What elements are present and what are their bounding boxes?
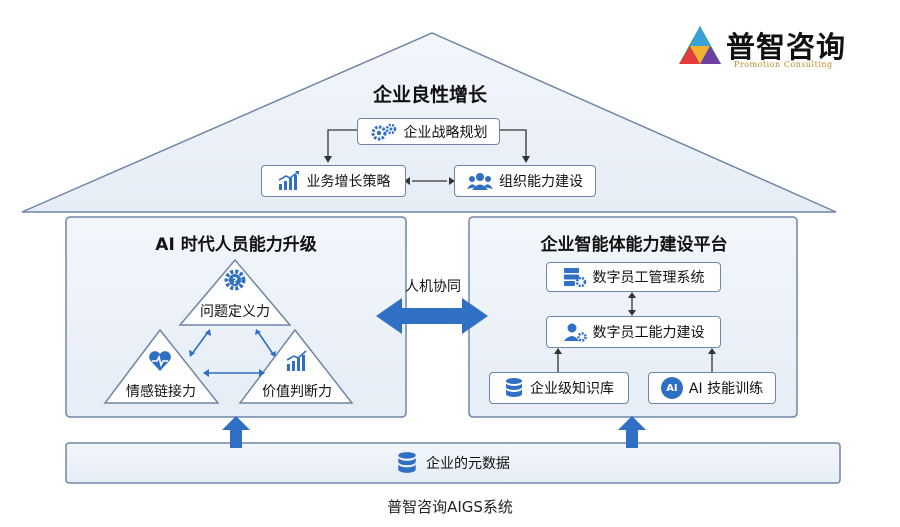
digital-capability-label: 数字员工能力建设	[592, 325, 705, 341]
value-chart-icon	[285, 349, 309, 377]
foundation-label: 企业的元数据	[426, 456, 510, 472]
logo-name: 普智咨询	[726, 30, 847, 64]
right-panel-title: 企业智能体能力建设平台	[540, 235, 728, 255]
growth-box: 业务增长策略	[261, 165, 406, 197]
gears-icon	[370, 122, 398, 142]
emotional-connection-label: 情感链接力	[126, 384, 196, 400]
ai-training-label: AI 技能训练	[688, 381, 764, 397]
collaboration-arrow	[376, 298, 488, 334]
knowledge-base-label: 企业级知识库	[530, 381, 614, 397]
triangle-top	[178, 258, 292, 326]
roof-title: 企业良性增长	[372, 84, 487, 106]
roof-connectors	[327, 129, 527, 182]
mgmt-system-box: 数字员工管理系统	[546, 262, 721, 292]
growth-label: 业务增长策略	[306, 174, 391, 190]
database-icon	[504, 377, 524, 399]
triangle-bottom-right	[238, 328, 354, 404]
ai-chip-icon: AI	[660, 377, 683, 399]
ai-training-box: AI AI 技能训练	[648, 372, 776, 404]
user-settings-icon	[563, 322, 587, 342]
heart-pulse-icon	[148, 350, 172, 376]
figure-caption: 普智咨询AIGS系统	[387, 498, 513, 516]
logo-mark	[679, 26, 721, 64]
strategy-box: 企业战略规划	[357, 118, 500, 145]
foundation-content: 企业的元数据	[66, 443, 840, 483]
org-box: 组织能力建设	[454, 165, 596, 197]
value-judgment-label: 价值判断力	[262, 384, 332, 400]
collaboration-label: 人机协同	[405, 279, 461, 295]
up-arrow-right	[618, 416, 646, 448]
knowledge-base-box: 企业级知识库	[489, 372, 629, 404]
problem-definition-label: 问题定义力	[200, 304, 270, 320]
digital-capability-box: 数字员工能力建设	[546, 316, 721, 348]
team-icon	[467, 171, 493, 191]
triangle-arrows	[191, 331, 274, 374]
strategy-label: 企业战略规划	[403, 124, 488, 141]
question-gear-icon: ?	[223, 268, 247, 296]
metadata-database-icon	[396, 451, 418, 475]
logo-tagline: Promotion Consulting	[734, 60, 833, 69]
left-panel-title: AI 时代人员能力升级	[155, 235, 317, 255]
foundation-bg	[65, 442, 841, 484]
growth-chart-icon	[277, 170, 301, 192]
up-arrow-left	[222, 416, 250, 448]
org-label: 组织能力建设	[499, 174, 583, 190]
server-settings-icon	[563, 267, 587, 287]
mgmt-system-label: 数字员工管理系统	[592, 270, 705, 286]
svg-text:?: ?	[232, 276, 238, 287]
